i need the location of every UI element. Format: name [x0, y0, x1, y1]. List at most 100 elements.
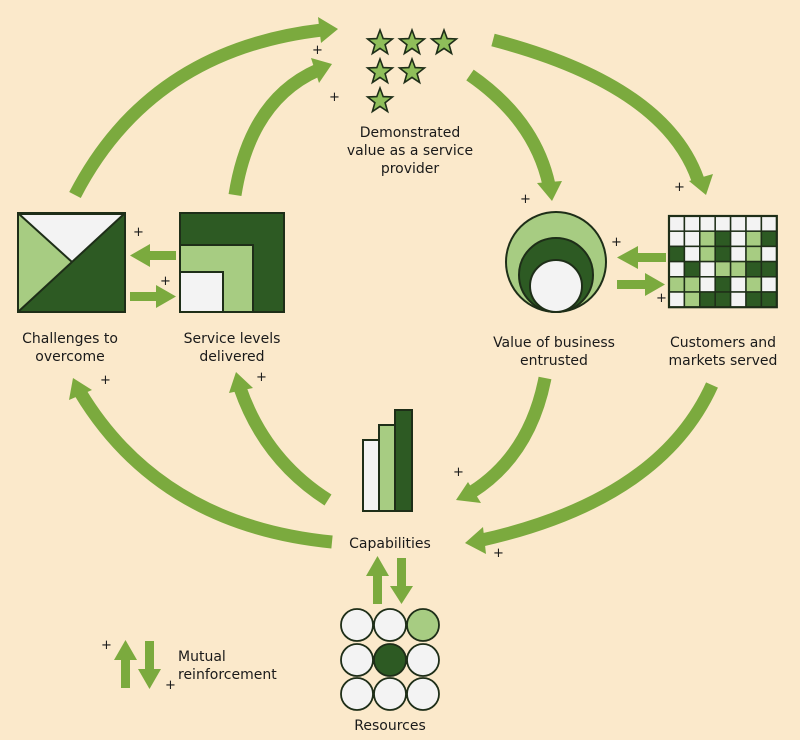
legend-label: Mutual reinforcement: [178, 649, 277, 683]
grid-cell: [668, 230, 686, 248]
grid-cell: [714, 276, 732, 293]
grid-cell: [745, 291, 763, 308]
arrow-capabilities-to-challenges: [74, 388, 333, 549]
grid-cell: [668, 276, 686, 293]
grid-cell: [745, 260, 763, 278]
label-customers: Customers and markets served: [668, 335, 778, 369]
star: [429, 27, 459, 56]
arrow-value-to-business: [466, 69, 556, 187]
grid-cell: [714, 291, 732, 308]
grid-cell: [683, 260, 701, 278]
double-arrow-challenges-service: [130, 244, 176, 308]
grid-cell: [699, 230, 716, 248]
triangles-square-icon: [17, 212, 126, 313]
grid-cell: [760, 215, 778, 232]
plus-sign: +: [101, 638, 112, 653]
grid-cell: [699, 276, 716, 293]
plus-sign: +: [329, 90, 340, 105]
plus-sign: +: [674, 180, 685, 195]
arrowhead: [456, 482, 481, 503]
plus-sign: +: [656, 291, 667, 306]
double-arrow-capabilities-resources: [366, 556, 413, 604]
grid-frame: [667, 214, 778, 309]
grid-cell: [668, 215, 686, 232]
grid-cell: [729, 245, 747, 263]
grid-cell: [714, 230, 732, 248]
plus-sign: +: [520, 192, 531, 207]
label-capabilities: Capabilities: [349, 536, 431, 552]
double-arrow-business-customers: [617, 246, 666, 296]
grid-cell: [668, 291, 686, 308]
grid-cell: [745, 245, 763, 263]
grid-cell: [729, 230, 747, 248]
label-resources: Resources: [354, 718, 426, 734]
plus-sign: +: [453, 465, 464, 480]
grid-cell: [683, 230, 701, 248]
resource-circle: [373, 643, 407, 677]
grid-cell: [714, 260, 732, 278]
grid-icon: [667, 214, 778, 309]
label-service-levels: Service levels delivered: [183, 331, 281, 365]
plus-sign: +: [312, 43, 323, 58]
plus-sign: +: [493, 546, 504, 561]
grid-cell: [683, 276, 701, 293]
grid-cell: [760, 230, 778, 248]
plus-sign: +: [160, 274, 171, 289]
stars-icon: [365, 27, 459, 114]
arrowhead: [229, 372, 253, 393]
grid-cell: [714, 245, 732, 263]
label-demonstrated-value: Demonstrated value as a service provider: [346, 125, 474, 177]
grid-cell: [699, 215, 716, 232]
grid-cell: [760, 245, 778, 263]
circle-grid-icon: [340, 608, 440, 711]
grid-cell: [699, 291, 716, 308]
star: [365, 85, 395, 114]
grid-cell: [745, 230, 763, 248]
grid-cell: [729, 215, 747, 232]
grid-cell: [729, 291, 747, 308]
arrowhead: [69, 378, 92, 400]
resource-circle: [406, 608, 440, 642]
plus-sign: +: [611, 235, 622, 250]
label-challenges: Challenges to overcome: [22, 331, 118, 365]
arrow-challenges-to-value: [69, 23, 323, 198]
label-value-business: Value of business entrusted: [493, 335, 615, 369]
grid-cell: [714, 215, 732, 232]
grid-cell: [760, 260, 778, 278]
grid-cell: [699, 260, 716, 278]
resource-circle: [340, 608, 374, 642]
nested-squares-icon: [179, 212, 285, 313]
resource-circle: [406, 643, 440, 677]
plus-sign: +: [100, 373, 111, 388]
resource-circle: [340, 677, 374, 711]
plus-sign: +: [256, 370, 267, 385]
arrowhead: [689, 174, 713, 195]
star: [397, 56, 427, 85]
arrow-customers-to-capabilities: [480, 382, 718, 547]
arrow-value-to-customers: [491, 33, 705, 183]
resource-circle: [373, 677, 407, 711]
arrowhead: [537, 181, 562, 201]
plus-sign: +: [165, 678, 176, 693]
arrow-business-to-capabilities: [468, 376, 552, 498]
grid-cell: [683, 215, 701, 232]
plus-sign: +: [133, 225, 144, 240]
resource-circle: [340, 643, 374, 677]
grid-cell: [683, 291, 701, 308]
nested-circles-icon: [505, 211, 607, 313]
grid-cell: [745, 215, 763, 232]
grid-cell: [760, 291, 778, 308]
grid-cell: [729, 260, 747, 278]
star: [365, 56, 395, 85]
arrow-service-to-value: [228, 64, 321, 197]
grid-cell: [668, 245, 686, 263]
arrowhead: [465, 527, 486, 554]
resource-circle: [373, 608, 407, 642]
resource-circle: [406, 677, 440, 711]
bar-chart-icon: [362, 409, 413, 512]
grid-cell: [745, 276, 763, 293]
star: [365, 27, 395, 56]
arrowhead: [318, 17, 338, 43]
